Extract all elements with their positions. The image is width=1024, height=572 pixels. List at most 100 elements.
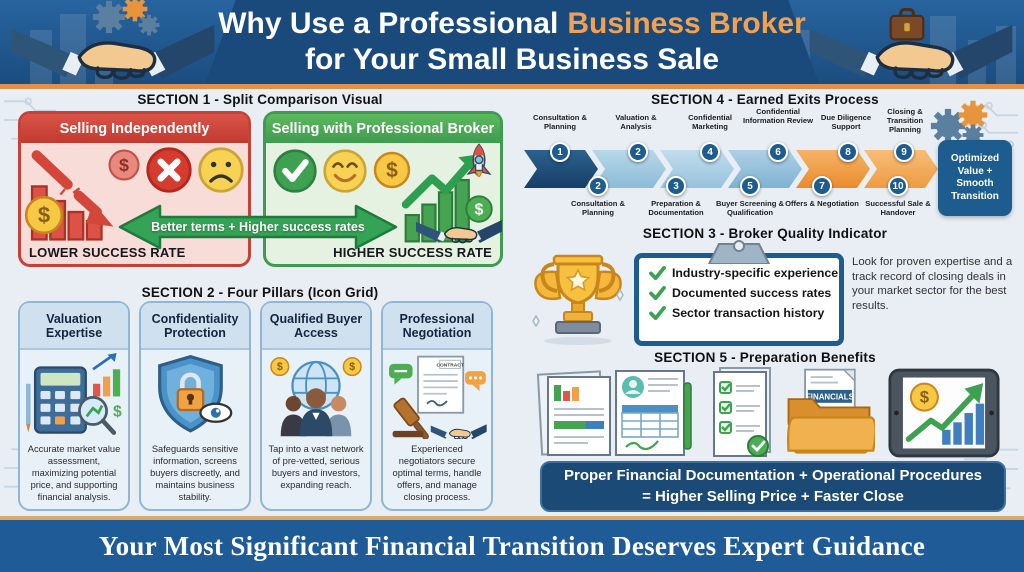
process-step-label: Valuation & Analysis bbox=[615, 113, 657, 131]
preparation-benefits-banner: Proper Financial Documentation + Operati… bbox=[540, 461, 1006, 512]
section3-note: Look for proven expertise and a track re… bbox=[852, 256, 1013, 312]
section3-title: SECTION 3 - Broker Quality Indicator bbox=[642, 226, 888, 241]
process-step-number: 10 bbox=[888, 176, 908, 196]
process-arrows bbox=[524, 150, 938, 188]
rocket-icon bbox=[458, 140, 500, 192]
dollar-coin-icon bbox=[107, 148, 141, 182]
process-step-number: 1 bbox=[550, 142, 570, 162]
process-step-label: Offers & Negotiation bbox=[785, 199, 859, 208]
process-step-label: Successful Sale & Handover bbox=[865, 199, 931, 217]
due-diligence-checklist-icon bbox=[713, 367, 771, 457]
footer-tagline: Your Most Significant Financial Transiti… bbox=[98, 530, 926, 561]
negotiation-gavel-icon: CONTRACT bbox=[389, 355, 487, 439]
pillar-confidentiality-protection: Confidentiality Protection Safeguards se… bbox=[139, 301, 251, 511]
folder-label: FINANCIALS bbox=[806, 393, 854, 402]
selling-independently-panel: Selling Independently LOWER SUCCESS RATE bbox=[18, 111, 251, 267]
section2-title: SECTION 2 - Four Pillars (Icon Grid) bbox=[141, 285, 379, 300]
buyer-network-icon: $ $ bbox=[270, 357, 362, 437]
title-part-white: Why Use a Professional bbox=[218, 7, 559, 40]
trophy-icon bbox=[532, 254, 624, 345]
process-step-number: 2 bbox=[628, 142, 648, 162]
sad-face-icon bbox=[197, 146, 245, 194]
checklist-item-text: Sector transaction history bbox=[672, 306, 825, 320]
footer-banner: Your Most Significant Financial Transiti… bbox=[0, 520, 1024, 572]
checklist-item: Sector transaction history bbox=[649, 306, 838, 320]
header-banner: Why Use a Professional Business Broker f… bbox=[0, 0, 1024, 84]
svg-text:$: $ bbox=[113, 403, 122, 420]
checklist-item: Documented success rates bbox=[649, 286, 838, 300]
process-arrow-segment bbox=[728, 150, 802, 188]
process-flow: Consultation & Planning Valuation & Anal… bbox=[524, 106, 938, 226]
process-step-label: Consultation & Planning bbox=[571, 199, 625, 217]
happy-face-icon bbox=[322, 148, 368, 194]
clipboard-clip-icon bbox=[707, 240, 771, 264]
pillar-description: Tap into a vast network of pre-vetted, s… bbox=[268, 444, 364, 491]
pillar-title: Professional Negotiation bbox=[383, 303, 491, 350]
process-arrow-segment bbox=[796, 150, 870, 188]
financial-documents-icon bbox=[536, 370, 692, 456]
process-step-label: Buyer Screening & Qualification bbox=[716, 199, 784, 217]
pillar-qualified-buyer-access: Qualified Buyer Access $ $ Tap into a va… bbox=[260, 301, 372, 511]
checklist-item-text: Documented success rates bbox=[672, 286, 832, 300]
title-line-1: Why Use a Professional Business Broker bbox=[205, 7, 819, 41]
process-step-number: 3 bbox=[666, 176, 686, 196]
process-step-label: Consultation & Planning bbox=[533, 113, 587, 131]
dollar-coin-icon bbox=[23, 194, 65, 236]
process-step-label: Confidential Marketing bbox=[688, 113, 732, 131]
pillar-professional-negotiation: Professional Negotiation CONTRACT bbox=[381, 301, 493, 511]
process-result-box: Optimized Value + Smooth Transition bbox=[938, 140, 1012, 216]
section4-title: SECTION 4 - Earned Exits Process bbox=[651, 92, 879, 107]
process-step-number: 5 bbox=[740, 176, 760, 196]
shield-lock-icon bbox=[158, 354, 233, 433]
process-step-number: 7 bbox=[812, 176, 832, 196]
process-step-number: 8 bbox=[838, 142, 858, 162]
panel-caption: LOWER SUCCESS RATE bbox=[29, 245, 186, 260]
x-mark-icon bbox=[145, 146, 193, 194]
banner-line-1: Proper Financial Documentation + Operati… bbox=[563, 467, 982, 485]
process-step-label: Due Diligence Support bbox=[820, 113, 872, 131]
pillar-description: Accurate market value assessment, maximi… bbox=[27, 444, 121, 503]
check-icon bbox=[649, 306, 666, 320]
process-step-number: 6 bbox=[768, 142, 788, 162]
process-step-label: Preparation & Documentation bbox=[648, 199, 704, 217]
process-step-number: 9 bbox=[894, 142, 914, 162]
pillar-title: Valuation Expertise bbox=[20, 303, 128, 350]
check-icon bbox=[649, 266, 666, 280]
process-step-number: 2 bbox=[588, 176, 608, 196]
check-icon bbox=[649, 286, 666, 300]
panel-caption: HIGHER SUCCESS RATE bbox=[333, 245, 492, 260]
banner-line-2: = Higher Selling Price + Faster Close bbox=[642, 487, 904, 505]
gears-icon bbox=[92, 0, 126, 34]
checklist-item: Industry-specific experience bbox=[649, 266, 838, 280]
check-mark-icon bbox=[272, 148, 318, 194]
pillar-description: Experienced negotiators secure optimal t… bbox=[392, 444, 482, 503]
contract-label: CONTRACT bbox=[436, 363, 463, 369]
panel-header-green: Selling with Professional Broker bbox=[266, 114, 500, 143]
title-ribbon bbox=[205, 0, 819, 84]
selling-with-broker-panel: Selling with Professional Broker HIGHER … bbox=[263, 111, 503, 267]
title-line-2: for Your Small Business Sale bbox=[304, 43, 720, 76]
comparison-arrow: Better terms + Higher success rates bbox=[118, 203, 398, 251]
panel-header-red: Selling Independently bbox=[21, 114, 248, 143]
pillar-title: Qualified Buyer Access bbox=[262, 303, 370, 350]
pillar-valuation-expertise: Valuation Expertise $ Accurate m bbox=[18, 301, 130, 511]
title-part-orange: Business Broker bbox=[567, 7, 806, 40]
pillar-title: Confidentiality Protection bbox=[141, 303, 249, 350]
section1-title: SECTION 1 - Split Comparison Visual bbox=[137, 92, 383, 107]
svg-text:$: $ bbox=[349, 361, 355, 373]
process-step-label: Confidential Information Review bbox=[742, 107, 814, 125]
growth-tablet-icon: $ bbox=[888, 368, 1000, 458]
section5-title: SECTION 5 - Preparation Benefits bbox=[654, 350, 876, 365]
svg-text:$: $ bbox=[277, 361, 283, 373]
process-step-number: 4 bbox=[700, 142, 720, 162]
accent-strip bbox=[0, 84, 1024, 89]
comparison-arrow-label: Better terms + Higher success rates bbox=[151, 220, 365, 234]
valuation-calculator-icon: $ bbox=[26, 353, 122, 435]
financials-folder-icon: FINANCIALS bbox=[787, 368, 875, 454]
pillar-description: Safeguards sensitive information, screen… bbox=[150, 444, 240, 503]
checklist-item-text: Industry-specific experience bbox=[672, 266, 839, 280]
footer-accent-line bbox=[0, 516, 1024, 520]
gears-icon bbox=[138, 14, 160, 36]
handshake-icon bbox=[416, 212, 502, 246]
briefcase-icon bbox=[889, 7, 925, 41]
